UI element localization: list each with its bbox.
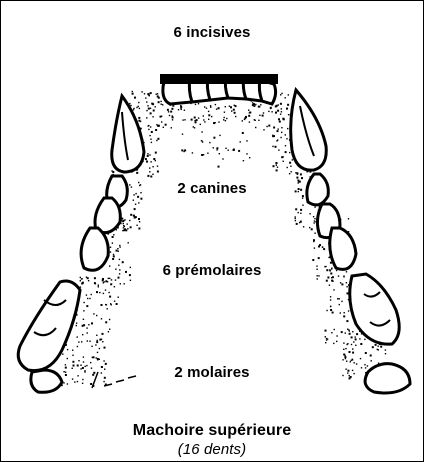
diagram-subtitle: (16 dents) (0, 441, 424, 458)
incisors-group (160, 74, 278, 104)
incisors-label: 6 incisives (0, 24, 424, 41)
molar-tooth-left (18, 281, 80, 371)
premolars-label: 6 prémolaires (0, 262, 424, 279)
canine-tooth-right (291, 90, 327, 170)
canines-group (112, 90, 327, 172)
molars-label: 2 molaires (0, 364, 424, 381)
diagram-title: Machoire supérieure (0, 422, 424, 440)
canines-label: 2 canines (0, 180, 424, 197)
canine-tooth-left (112, 96, 144, 172)
